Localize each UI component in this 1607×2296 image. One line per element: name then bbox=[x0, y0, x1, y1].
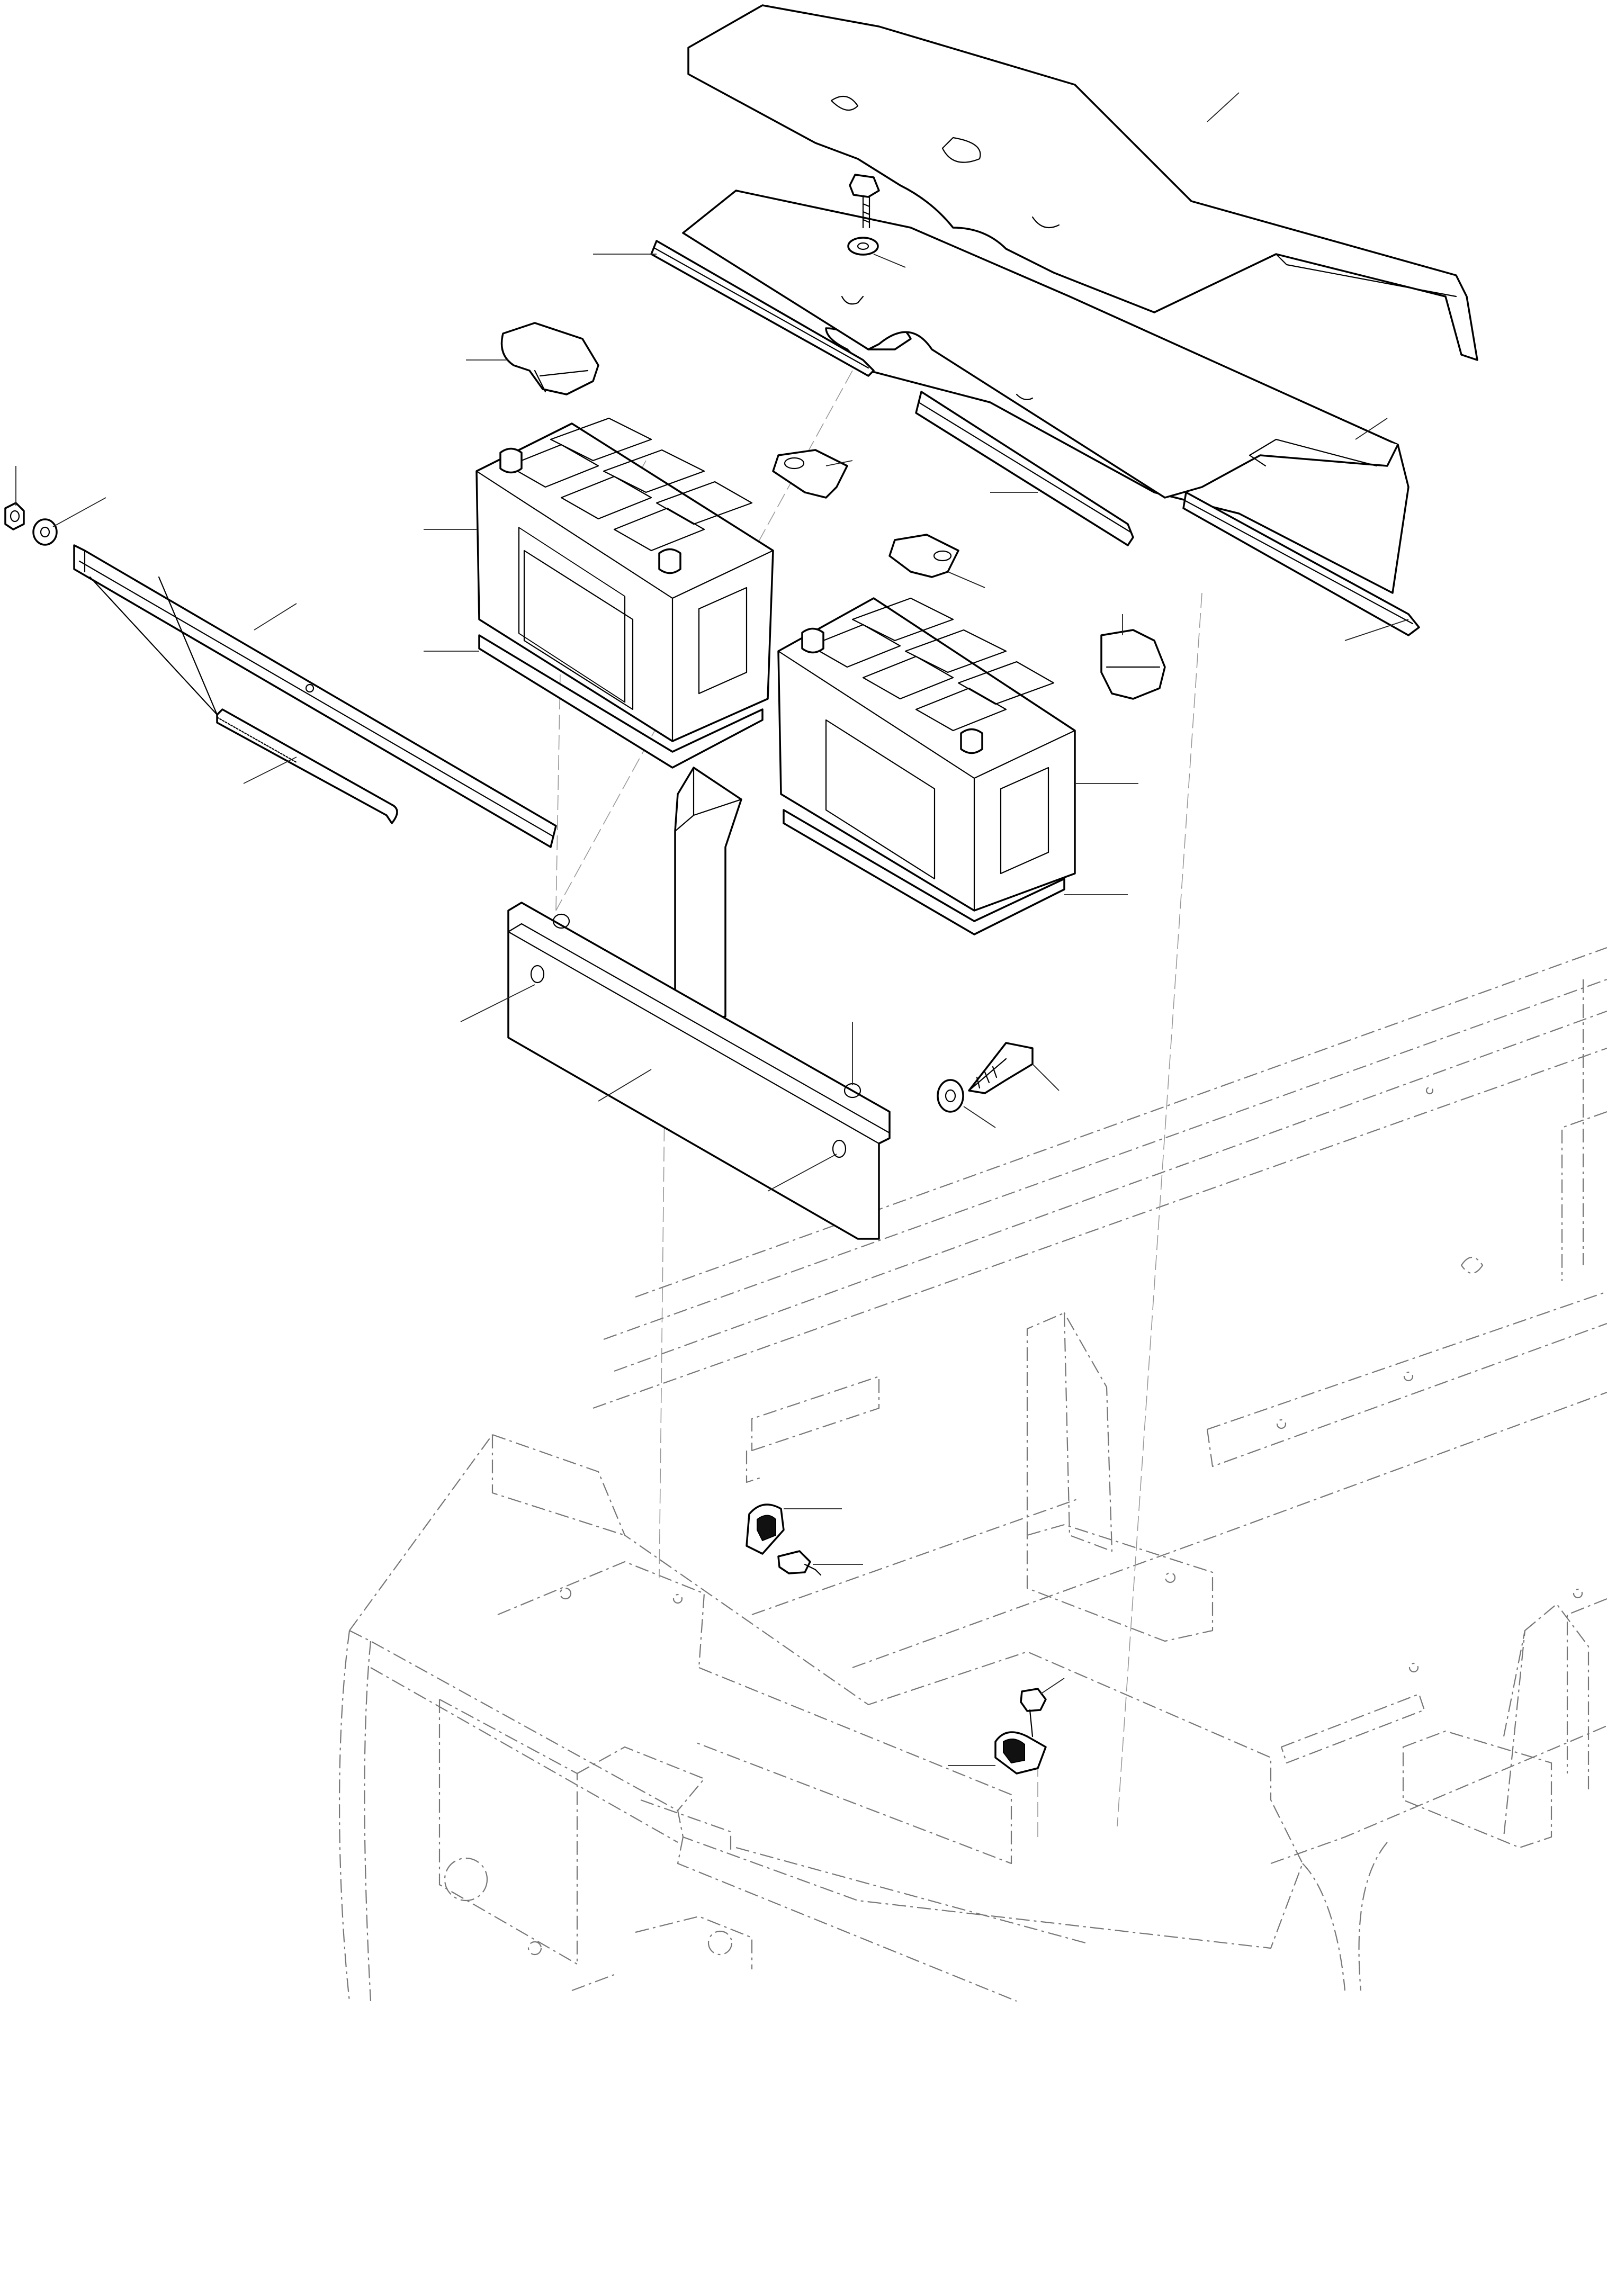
washer-rod bbox=[32, 518, 58, 546]
callout-leader-lines bbox=[15, 92, 1409, 1766]
terminal-connector-2 bbox=[888, 534, 959, 578]
top-cover-plate bbox=[687, 4, 1478, 361]
bracket-washer bbox=[937, 1079, 964, 1113]
threaded-j-bolt bbox=[89, 576, 398, 824]
rubber-strip-left bbox=[650, 240, 875, 377]
battery-right bbox=[777, 597, 1076, 912]
cable-clip-2 bbox=[994, 1731, 1047, 1775]
battery-tray-bracket bbox=[507, 767, 891, 1240]
battery-pad-right bbox=[783, 809, 1065, 935]
terminal-cover-2 bbox=[1100, 629, 1166, 700]
clip-screw-1 bbox=[777, 1550, 822, 1576]
rubber-strip-right bbox=[915, 391, 1420, 636]
battery-pad-left bbox=[478, 634, 764, 769]
terminal-connector-1 bbox=[772, 449, 848, 499]
nut bbox=[4, 502, 25, 530]
machine-frame-phantom bbox=[338, 947, 1607, 2002]
terminal-cover-1 bbox=[500, 322, 599, 395]
clip-screw-2 bbox=[1020, 1688, 1047, 1737]
washer-top bbox=[847, 237, 879, 256]
battery-hold-down-plate bbox=[682, 190, 1410, 594]
battery-left bbox=[475, 417, 774, 742]
bolt-top bbox=[849, 174, 880, 229]
bracket-bolt bbox=[968, 1042, 1034, 1094]
clamp-rod bbox=[73, 544, 557, 848]
cable-clip-1 bbox=[746, 1503, 785, 1555]
